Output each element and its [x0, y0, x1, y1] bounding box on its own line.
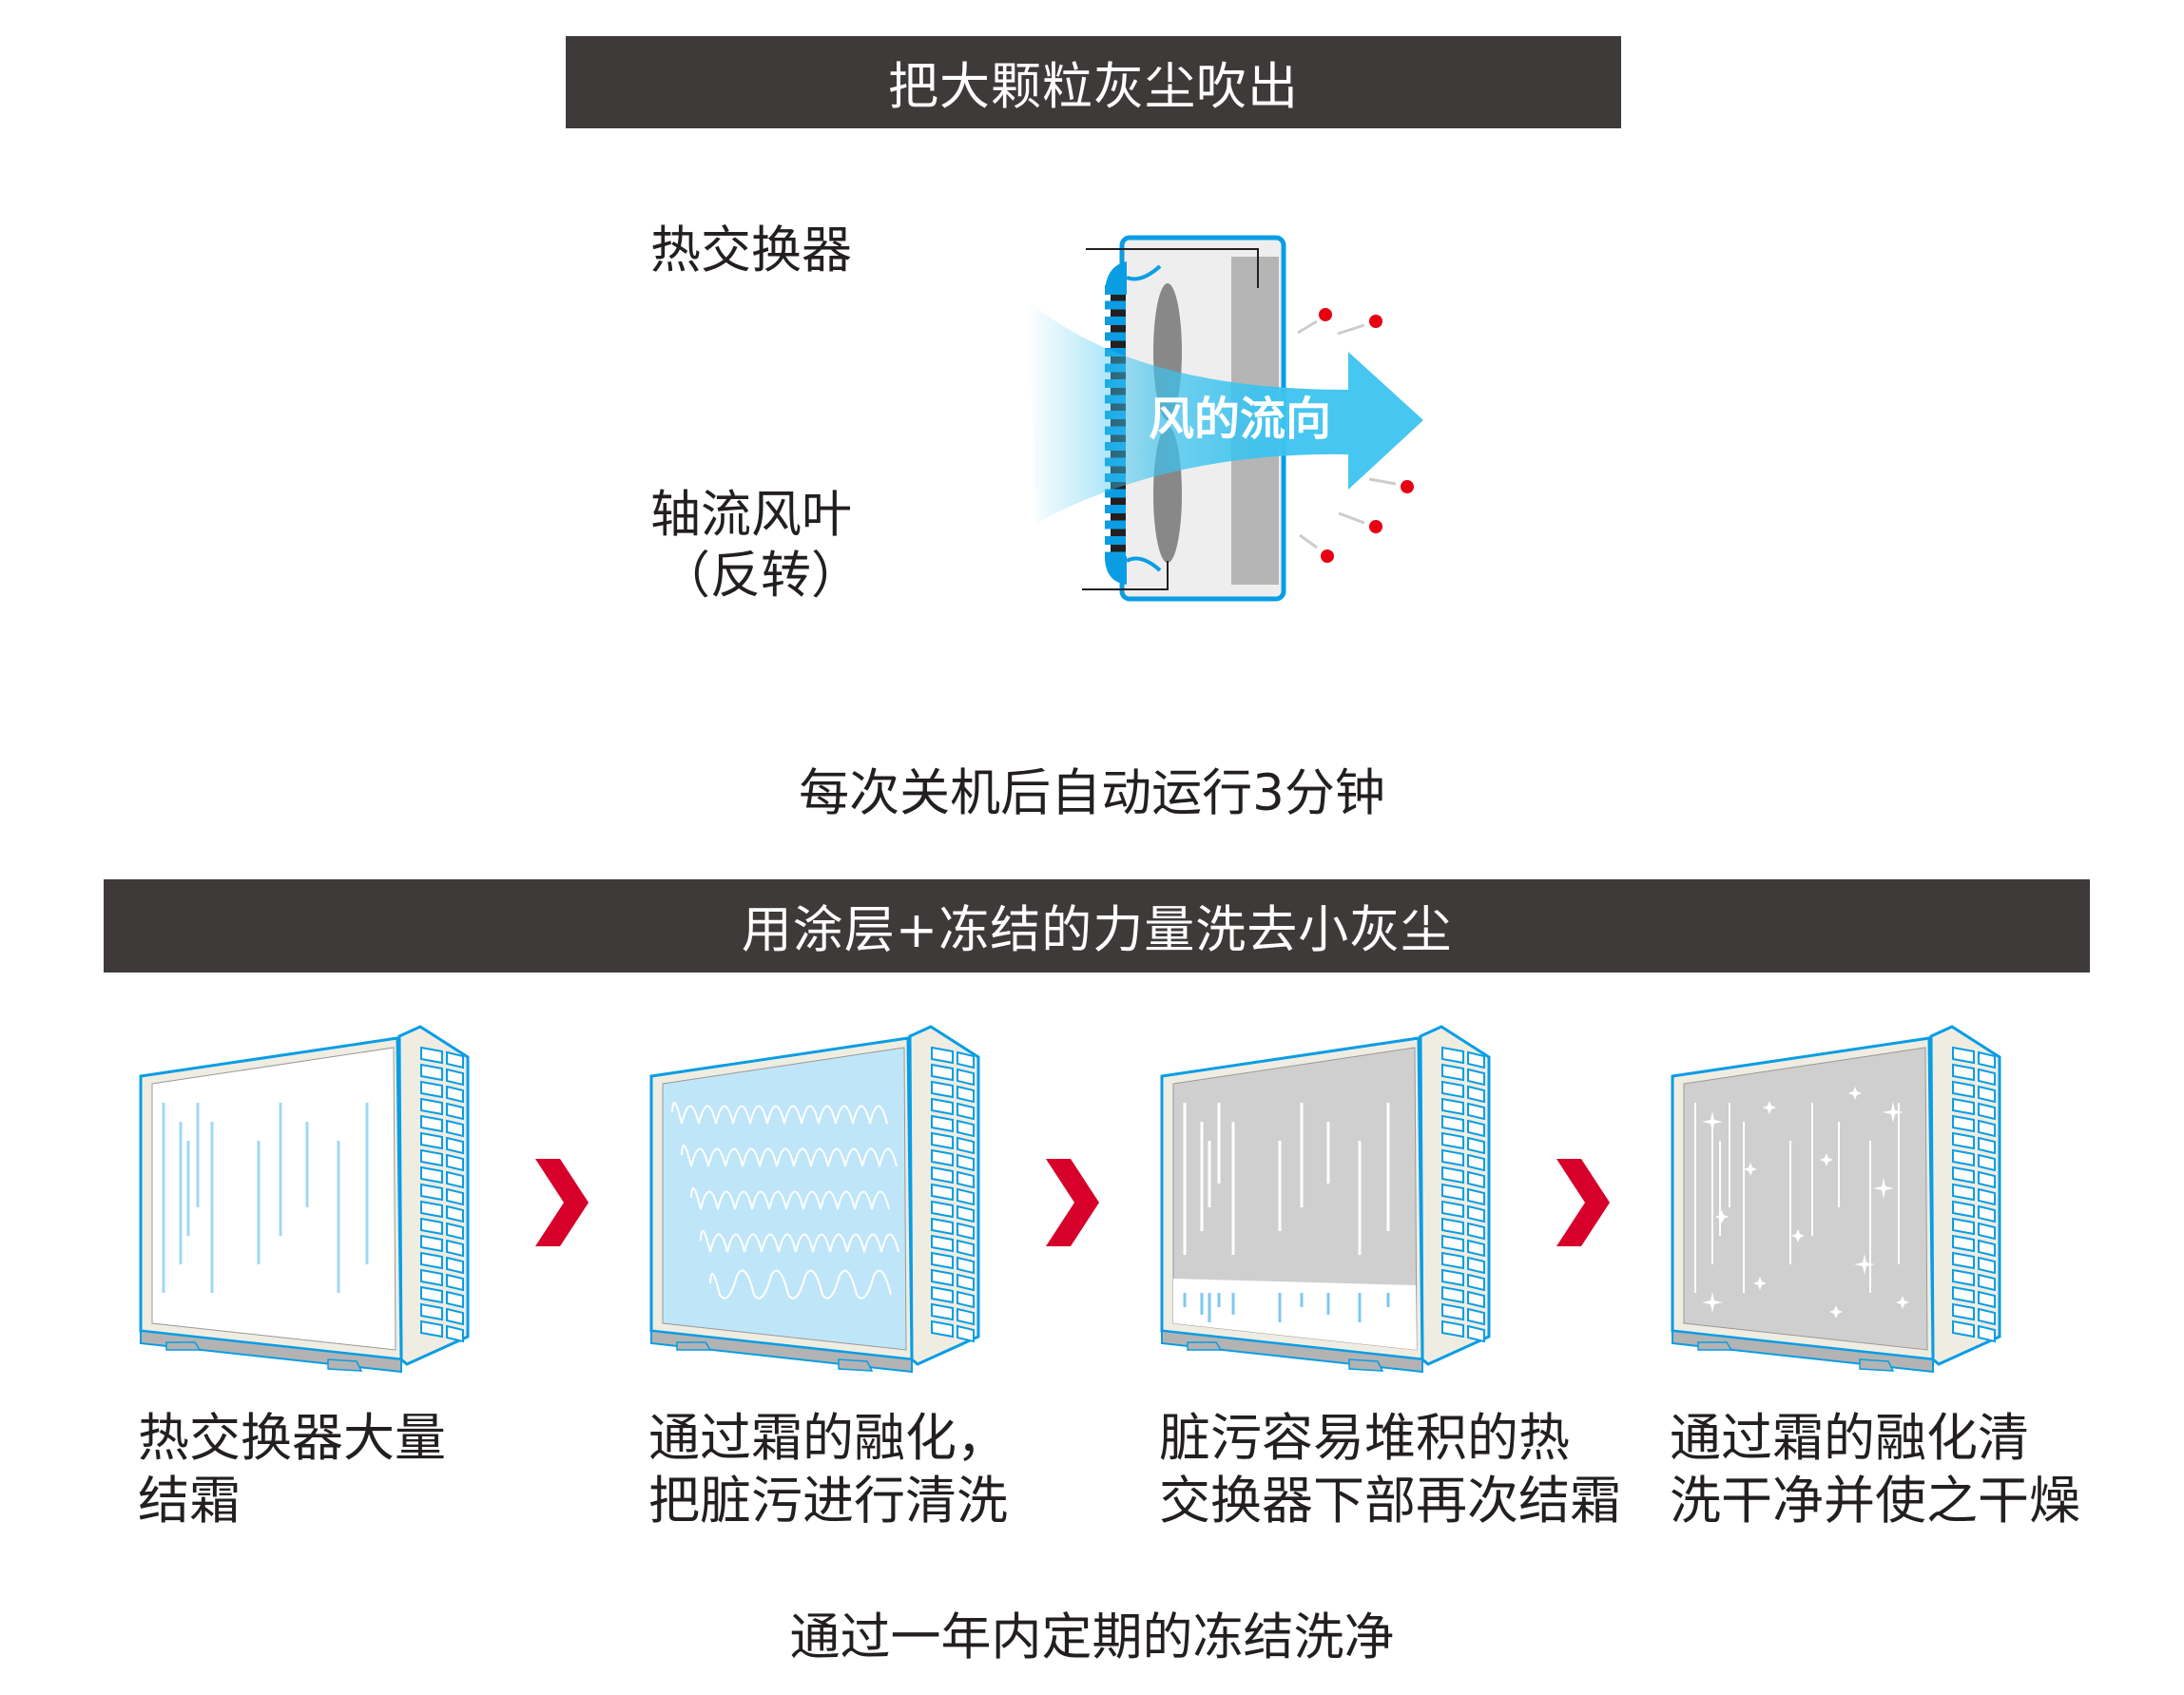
outdoor-unit-illustration-frost [139, 1025, 470, 1374]
airflow-arrow-icon [1027, 299, 1423, 523]
step-description: 脏污容易堆积的热 交换器下部再次结霜 [1159, 1408, 1621, 1531]
section1-caption: 每次关机后自动运行3分钟 [799, 764, 1385, 822]
sparkle-icon [1753, 1277, 1767, 1290]
airflow-diagram: 风的流向 [1027, 235, 1423, 602]
sparkle-icon [1702, 1111, 1723, 1132]
section2-caption: 通过一年内定期的冻结洗净 [789, 1608, 1395, 1666]
sparkle-icon [1896, 1296, 1909, 1309]
label-heat-exchanger: 热交换器 [650, 222, 852, 279]
next-step-chevron-icon [1556, 1159, 1610, 1246]
casing-top-cap [1105, 261, 1127, 295]
next-step-chevron-icon [535, 1159, 589, 1246]
outdoor-unit-illustration-refreeze [1160, 1025, 1491, 1374]
dust-particles [1297, 308, 1414, 563]
sparkle-icon [1744, 1163, 1757, 1176]
label-fan: 轴流风叶 [650, 486, 852, 544]
outdoor-unit-illustration-melt [649, 1025, 980, 1374]
sparkle-icon [1883, 1102, 1904, 1123]
step-description: 通过霜的融化， 把脏污进行清洗 [648, 1408, 1008, 1531]
label-fan-note: （反转） [660, 547, 861, 605]
sparkle-icon [1763, 1101, 1776, 1114]
airflow-label: 风的流向 [1149, 393, 1331, 446]
step-description: 热交换器大量 结霜 [138, 1408, 446, 1531]
section1-title: 把大颗粒灰尘吹出 [888, 57, 1299, 116]
section1-banner: 把大颗粒灰尘吹出 [566, 36, 1621, 128]
casing-bottom-cap [1105, 556, 1127, 585]
sparkle-icon [1791, 1229, 1805, 1242]
sparkle-icon [1829, 1305, 1843, 1319]
section2-title: 用涂层+冻结的力量洗去小灰尘 [741, 901, 1453, 959]
sparkle-icon [1820, 1153, 1833, 1166]
sparkle-icon [1873, 1178, 1894, 1199]
step-description: 通过霜的融化清 洗干净并使之干燥 [1670, 1408, 2080, 1531]
section2-banner: 用涂层+冻结的力量洗去小灰尘 [104, 879, 2090, 973]
sparkle-icon [1848, 1087, 1862, 1100]
outdoor-unit-illustration-dry [1671, 1025, 2001, 1374]
sparkle-icon [1715, 1210, 1729, 1223]
sparkle-icon [1702, 1292, 1723, 1313]
sparkle-icon [1854, 1254, 1875, 1275]
next-step-chevron-icon [1046, 1159, 1099, 1246]
